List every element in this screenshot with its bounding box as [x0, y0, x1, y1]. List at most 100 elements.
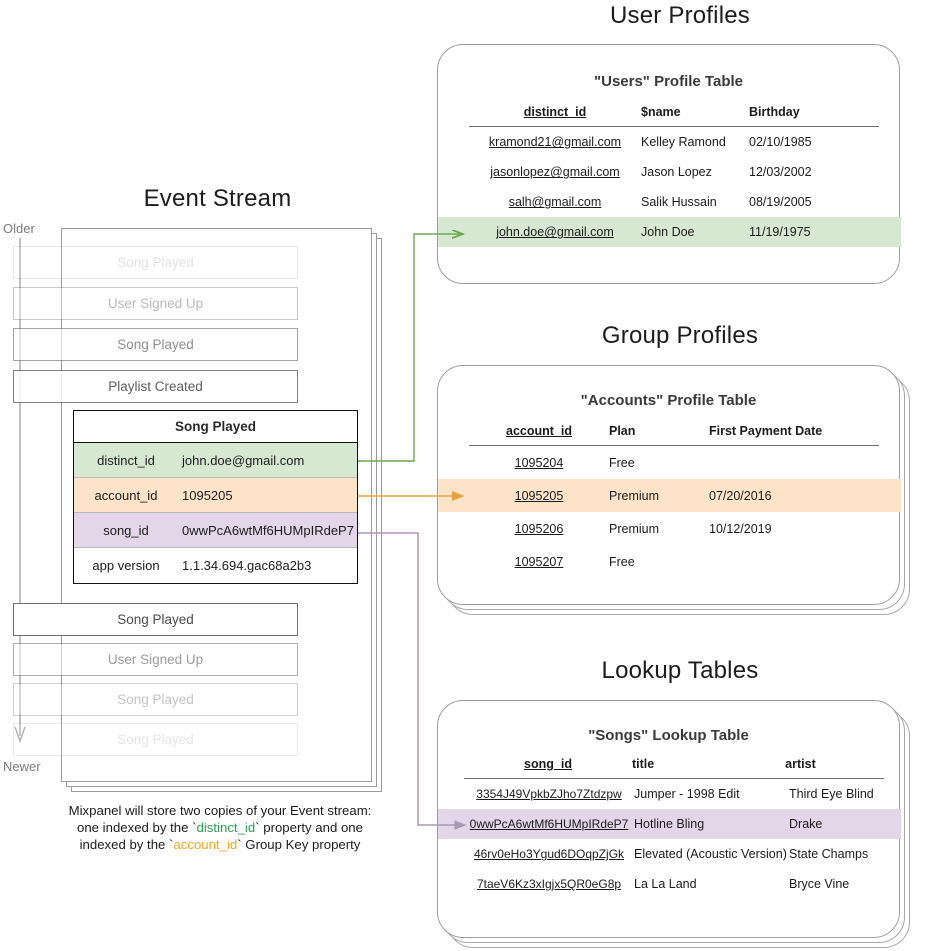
event-item-label: Song Played [117, 337, 194, 352]
event-stream-title: Event Stream [143, 185, 292, 212]
event-property-song-id[interactable]: song_id 0wwPcA6wtMf6HUMpIRdeP7 [74, 513, 357, 548]
axis-label-older: Older [3, 221, 35, 236]
event-property-distinct-id[interactable]: distinct_id john.doe@gmail.com [74, 443, 357, 478]
cell-song-id: 46rv0eHo3Ygud6DOqpZjGk [473, 847, 625, 862]
table-row[interactable]: 3354J49VpkbZJho7Ztdzpw Jumper - 1998 Edi… [438, 779, 901, 809]
property-key: song_id [103, 522, 149, 538]
caption-token-distinct-id: distinct_id [196, 820, 256, 835]
cell-account-id: 1095205 [514, 488, 564, 503]
songs-card: "Songs" Lookup Table song_id title artis… [437, 700, 901, 938]
cell-account-id: 1095207 [514, 554, 564, 569]
column-header-birthday: Birthday [749, 105, 800, 119]
table-row[interactable]: 1095204 Free [438, 446, 901, 479]
event-item[interactable]: Playlist Created [13, 370, 298, 403]
cell-artist: Drake [789, 817, 823, 832]
caption-text: one indexed by the ` [77, 820, 197, 835]
caption-line-2: one indexed by the `distinct_id` propert… [45, 819, 395, 836]
caption-token-account-id: account_id [173, 837, 238, 852]
cell-first-payment-date: 07/20/2016 [709, 488, 772, 503]
cell-plan: Premium [609, 488, 660, 503]
column-header-account-id: account_id [506, 424, 572, 438]
cell-birthday: 12/03/2002 [749, 165, 812, 180]
event-property-app-version[interactable]: app version 1.1.34.694.gac68a2b3 [74, 548, 357, 583]
cell-name: Kelley Ramond [641, 135, 726, 150]
selected-event-card[interactable]: Song Played distinct_id john.doe@gmail.c… [73, 410, 358, 584]
users-table-title: "Users" Profile Table [594, 73, 743, 90]
users-card-stack: "Users" Profile Table distinct_id $name … [437, 44, 901, 284]
column-header-distinct-id: distinct_id [523, 105, 587, 119]
event-item-label: User Signed Up [107, 652, 204, 667]
column-header-plan: Plan [609, 424, 636, 438]
cell-song-id: 0wwPcA6wtMf6HUMpIRdeP7 [469, 817, 629, 832]
table-row-highlighted[interactable]: 1095205 Premium 07/20/2016 [438, 479, 901, 513]
cell-artist: Third Eye Blind [789, 787, 874, 802]
event-item[interactable]: User Signed Up [13, 287, 298, 320]
cell-plan: Free [609, 554, 635, 569]
event-item[interactable]: User Signed Up [13, 643, 298, 676]
accounts-table-header: account_id Plan First Payment Date [469, 424, 879, 445]
caption-text: ` Group Key property [237, 837, 361, 852]
table-row[interactable]: 1095206 Premium 10/12/2019 [438, 512, 901, 545]
property-value: 1.1.34.694.gac68a2b3 [182, 558, 312, 573]
songs-table-title: "Songs" Lookup Table [588, 727, 749, 744]
users-table-rule [469, 126, 879, 128]
event-item-label: Song Played [117, 732, 194, 747]
table-row[interactable]: 1095207 Free [438, 545, 901, 578]
selected-event-name: Song Played [74, 411, 357, 443]
event-item[interactable]: Song Played [13, 603, 298, 636]
table-row-highlighted[interactable]: 0wwPcA6wtMf6HUMpIRdeP7 Hotline Bling Dra… [438, 809, 901, 840]
caption-line-1: Mixpanel will store two copies of your E… [68, 803, 372, 818]
event-item[interactable]: Song Played [13, 723, 298, 756]
property-key: distinct_id [97, 452, 155, 468]
group-profiles-title: Group Profiles [601, 322, 759, 349]
accounts-table-title: "Accounts" Profile Table [580, 392, 757, 409]
songs-table: song_id title artist 3354J49VpkbZJho7Ztd… [438, 757, 901, 899]
table-row[interactable]: 46rv0eHo3Ygud6DOqpZjGk Elevated (Acousti… [438, 839, 901, 869]
property-key: app version [92, 558, 160, 573]
property-key: account_id [94, 487, 158, 503]
cell-distinct-id: kramond21@gmail.com [488, 135, 622, 150]
cell-title: Jumper - 1998 Edit [634, 787, 740, 802]
property-value: 0wwPcA6wtMf6HUMpIRdeP7 [182, 522, 354, 538]
column-header-artist: artist [785, 757, 816, 771]
cell-birthday: 08/19/2005 [749, 195, 812, 210]
songs-table-header: song_id title artist [464, 757, 884, 778]
accounts-card: "Accounts" Profile Table account_id Plan… [437, 365, 901, 605]
users-table-header: distinct_id $name Birthday [469, 105, 879, 126]
event-item[interactable]: Song Played [13, 683, 298, 716]
accounts-table: account_id Plan First Payment Date 10952… [438, 424, 901, 578]
cell-name: Jason Lopez [641, 165, 712, 180]
event-item-label: Playlist Created [108, 379, 203, 394]
table-row[interactable]: jasonlopez@gmail.com Jason Lopez 12/03/2… [438, 157, 901, 187]
axis-label-newer: Newer [3, 759, 41, 774]
property-value: john.doe@gmail.com [182, 452, 305, 468]
cell-account-id: 1095206 [514, 521, 564, 536]
caption-text: indexed by the ` [79, 837, 174, 852]
accounts-table-rule [469, 445, 879, 447]
cell-name: Salik Hussain [641, 195, 717, 210]
cell-song-id: 7taeV6Kz3xIgjx5QR0eG8p [476, 877, 622, 892]
event-item-label: Song Played [117, 692, 194, 707]
column-header-song-id: song_id [524, 757, 572, 771]
caption-text: ` property and one [255, 820, 363, 835]
cell-distinct-id: john.doe@gmail.com [496, 225, 614, 240]
table-row[interactable]: 7taeV6Kz3xIgjx5QR0eG8p La La Land Bryce … [438, 869, 901, 899]
cell-title: Hotline Bling [634, 817, 705, 832]
event-property-account-id[interactable]: account_id 1095205 [74, 478, 357, 513]
cell-artist: State Champs [789, 847, 869, 862]
table-row[interactable]: kramond21@gmail.com Kelley Ramond 02/10/… [438, 127, 901, 157]
cell-plan: Free [609, 455, 635, 470]
event-item-label: User Signed Up [107, 296, 204, 311]
table-row-highlighted[interactable]: john.doe@gmail.com John Doe 11/19/1975 [438, 217, 901, 248]
event-item[interactable]: Song Played [13, 246, 298, 279]
event-item[interactable]: Song Played [13, 328, 298, 361]
lookup-tables-title: Lookup Tables [601, 657, 759, 684]
cell-first-payment-date: 10/12/2019 [709, 521, 772, 536]
cell-distinct-id: jasonlopez@gmail.com [490, 165, 620, 180]
column-header-title: title [632, 757, 655, 771]
accounts-card-stack: "Accounts" Profile Table account_id Plan… [437, 365, 912, 615]
table-row[interactable]: salh@gmail.com Salik Hussain 08/19/2005 [438, 187, 901, 217]
cell-name: John Doe [641, 225, 695, 240]
column-header-name: $name [641, 105, 681, 119]
songs-card-stack: "Songs" Lookup Table song_id title artis… [437, 700, 912, 950]
